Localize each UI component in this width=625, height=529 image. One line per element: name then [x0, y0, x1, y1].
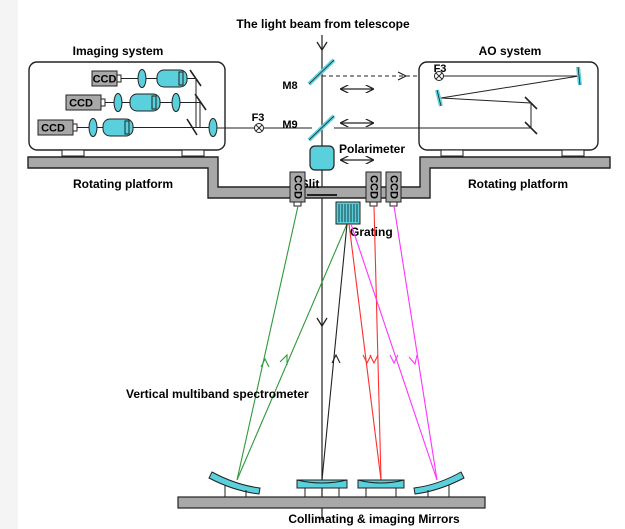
ao-system-label: AO system — [479, 44, 542, 58]
rotating-platform-left-label: Rotating platform — [73, 177, 173, 191]
lens — [137, 69, 147, 88]
svg-text:CCD: CCD — [368, 175, 380, 199]
f3-right-focus — [434, 71, 444, 81]
polarimeter — [309, 145, 335, 171]
m9-label: M9 — [282, 119, 297, 131]
spectrometer-label: Vertical multiband spectrometer — [126, 387, 309, 401]
ccd-label: CCD — [41, 123, 65, 135]
grating-label: Grating — [350, 225, 393, 239]
magenta-rays — [350, 205, 438, 481]
polarimeter-label: Polarimeter — [339, 142, 405, 156]
spectro-ccd-1: CCD — [289, 171, 306, 207]
central-return-ray — [321, 223, 348, 481]
ao-system-box — [418, 61, 599, 151]
red-rays — [348, 205, 382, 481]
ccd-label: CCD — [93, 74, 117, 86]
imaging-row-3: CCD — [37, 118, 218, 137]
imaging-row-1: CCD — [91, 69, 202, 88]
grating — [335, 201, 361, 225]
left-margin — [0, 0, 18, 529]
collimating-mirrors — [208, 471, 465, 497]
mirrors-label: Collimating & imaging Mirrors — [288, 512, 460, 526]
spectro-ccd-2: CCD — [365, 171, 382, 207]
svg-text:CCD: CCD — [292, 175, 304, 199]
incoming-beam — [316, 35, 328, 520]
m8-label: M8 — [282, 80, 297, 92]
green-rays — [236, 205, 348, 481]
ao-foot-left — [440, 149, 464, 157]
mirror-base-plate — [177, 496, 486, 509]
spectro-ccd-3: CCD — [385, 171, 402, 207]
f3-left-label: F3 — [252, 112, 265, 124]
rotating-platform — [27, 156, 611, 199]
svg-text:CCD: CCD — [388, 175, 400, 199]
rotating-platform-right-label: Rotating platform — [468, 177, 568, 191]
imaging-system-label: Imaging system — [73, 44, 164, 58]
f3-left-focus — [254, 123, 264, 133]
ao-optical-path — [334, 66, 582, 135]
imaging-foot-right — [181, 149, 205, 157]
imaging-foot-left — [61, 149, 85, 157]
ao-foot-right — [561, 149, 585, 157]
imaging-row-2: CCD — [65, 93, 207, 112]
top-label: The light beam from telescope — [236, 17, 410, 31]
ccd-label: CCD — [69, 98, 93, 110]
